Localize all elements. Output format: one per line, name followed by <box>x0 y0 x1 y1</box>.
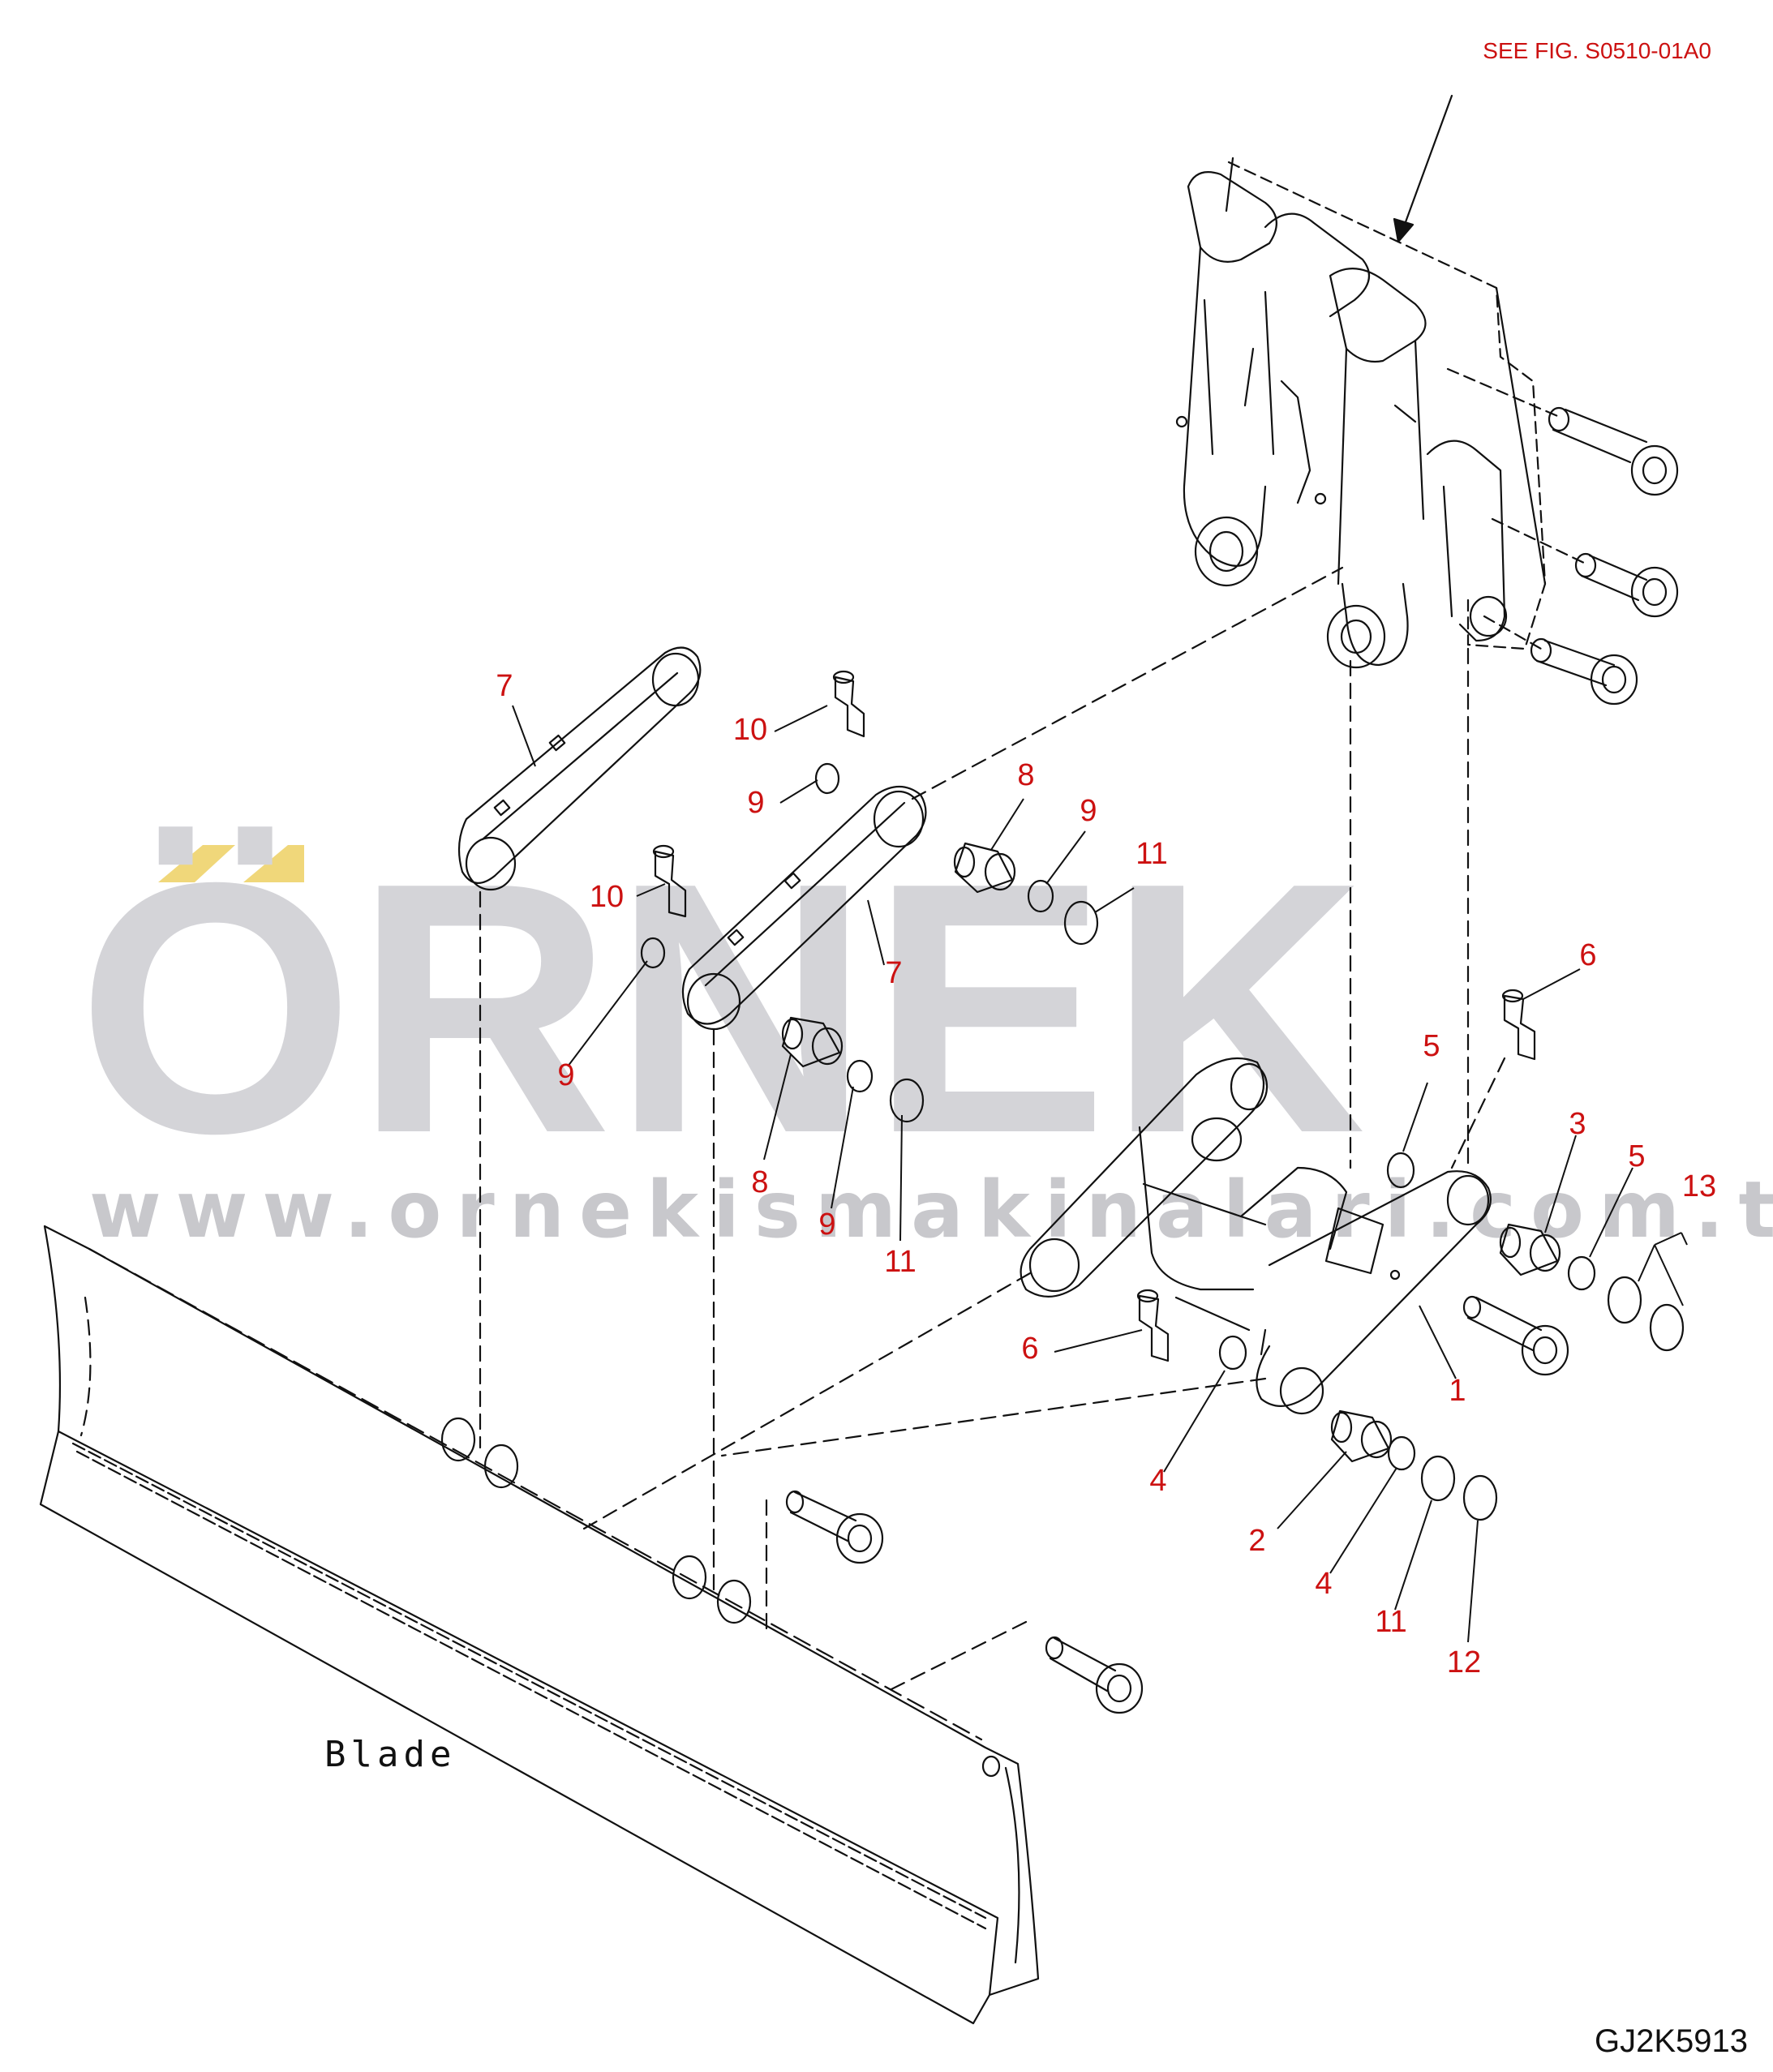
ref-11-upper: 11 <box>1135 837 1167 871</box>
seal-4-lower <box>1387 1435 1416 1471</box>
frame-part-1 <box>1020 1057 1492 1415</box>
shim-13-b <box>1649 1303 1685 1352</box>
grease-fitting-6-right <box>1501 989 1536 1061</box>
ref-7-upper: 7 <box>496 669 513 703</box>
bushing-8-lower <box>781 1016 844 1068</box>
ref-3: 3 <box>1569 1107 1586 1141</box>
part-reference-labels: 7 10 9 7 10 9 8 9 11 8 9 11 6 5 3 5 13 6… <box>496 669 1716 1679</box>
ref-4-upper: 4 <box>1149 1464 1166 1498</box>
ref-8-lower: 8 <box>751 1165 768 1199</box>
frame-assembly <box>1175 157 1679 706</box>
seal-9-left <box>640 937 666 969</box>
seal-4-upper <box>1218 1335 1247 1371</box>
grease-fitting-10-lower <box>652 844 687 918</box>
ref-9-lower: 9 <box>818 1208 835 1242</box>
watermark-url: www.ornekismakinalari.com.tr <box>89 1165 1773 1255</box>
line-art <box>39 94 1685 2025</box>
ref-6-left: 6 <box>1021 1332 1038 1366</box>
link-upper-left <box>457 646 702 891</box>
ref-9-upper-right: 9 <box>1080 794 1097 828</box>
shim-11-upper <box>1063 900 1099 946</box>
seal-5-right <box>1567 1255 1596 1291</box>
seal-9-lower <box>846 1059 874 1093</box>
link-middle <box>681 785 927 1031</box>
bushing-8-upper <box>953 842 1016 894</box>
watermark-accent-left <box>158 845 235 882</box>
grease-fitting-10-upper <box>832 670 865 738</box>
ref-6-right: 6 <box>1579 938 1596 972</box>
see-figure-note: SEE FIG. S0510-01A0 <box>1483 38 1711 63</box>
bushing-2 <box>1330 1409 1393 1463</box>
assembly-guide-lines <box>479 566 1506 1692</box>
shim-11-right <box>1420 1455 1456 1502</box>
see-fig-arrow <box>1393 94 1453 243</box>
ref-11-right: 11 <box>1375 1605 1406 1639</box>
ref-10-upper: 10 <box>733 713 767 747</box>
ref-9-upper: 9 <box>747 786 764 820</box>
ref-8-upper: 8 <box>1017 758 1034 792</box>
leader-lines <box>512 705 1688 1643</box>
shim-12 <box>1462 1474 1498 1521</box>
ref-12: 12 <box>1447 1645 1481 1679</box>
seal-9-upper-right <box>1027 879 1054 913</box>
pin-right <box>1462 1295 1569 1376</box>
shim-13-a <box>1607 1276 1642 1324</box>
ref-5-upper: 5 <box>1423 1029 1440 1063</box>
ref-7-middle: 7 <box>885 956 902 990</box>
ref-13: 13 <box>1682 1169 1716 1203</box>
seal-9-upper <box>814 762 840 795</box>
ref-11-lower: 11 <box>884 1245 916 1279</box>
blade <box>39 1225 1144 2025</box>
watermark: ÖRNEK www.ornekismakinalari.com.tr <box>77 809 1773 1255</box>
watermark-logo-text: ÖRNEK <box>77 809 1366 1208</box>
ref-4-lower: 4 <box>1315 1567 1332 1601</box>
watermark-accent-right <box>243 845 304 882</box>
blade-label: Blade <box>324 1734 456 1775</box>
seal-5-upper <box>1386 1152 1415 1189</box>
ref-1: 1 <box>1449 1374 1466 1408</box>
ref-5-right: 5 <box>1628 1139 1645 1173</box>
drawing-code: GJ2K5913 <box>1595 2023 1748 2059</box>
bushing-3 <box>1499 1223 1561 1276</box>
ref-9-left: 9 <box>557 1058 574 1092</box>
ref-2: 2 <box>1248 1524 1265 1558</box>
ref-10-lower: 10 <box>590 880 624 914</box>
grease-fitting-6-left <box>1136 1289 1170 1362</box>
shim-11-lower <box>889 1078 925 1123</box>
